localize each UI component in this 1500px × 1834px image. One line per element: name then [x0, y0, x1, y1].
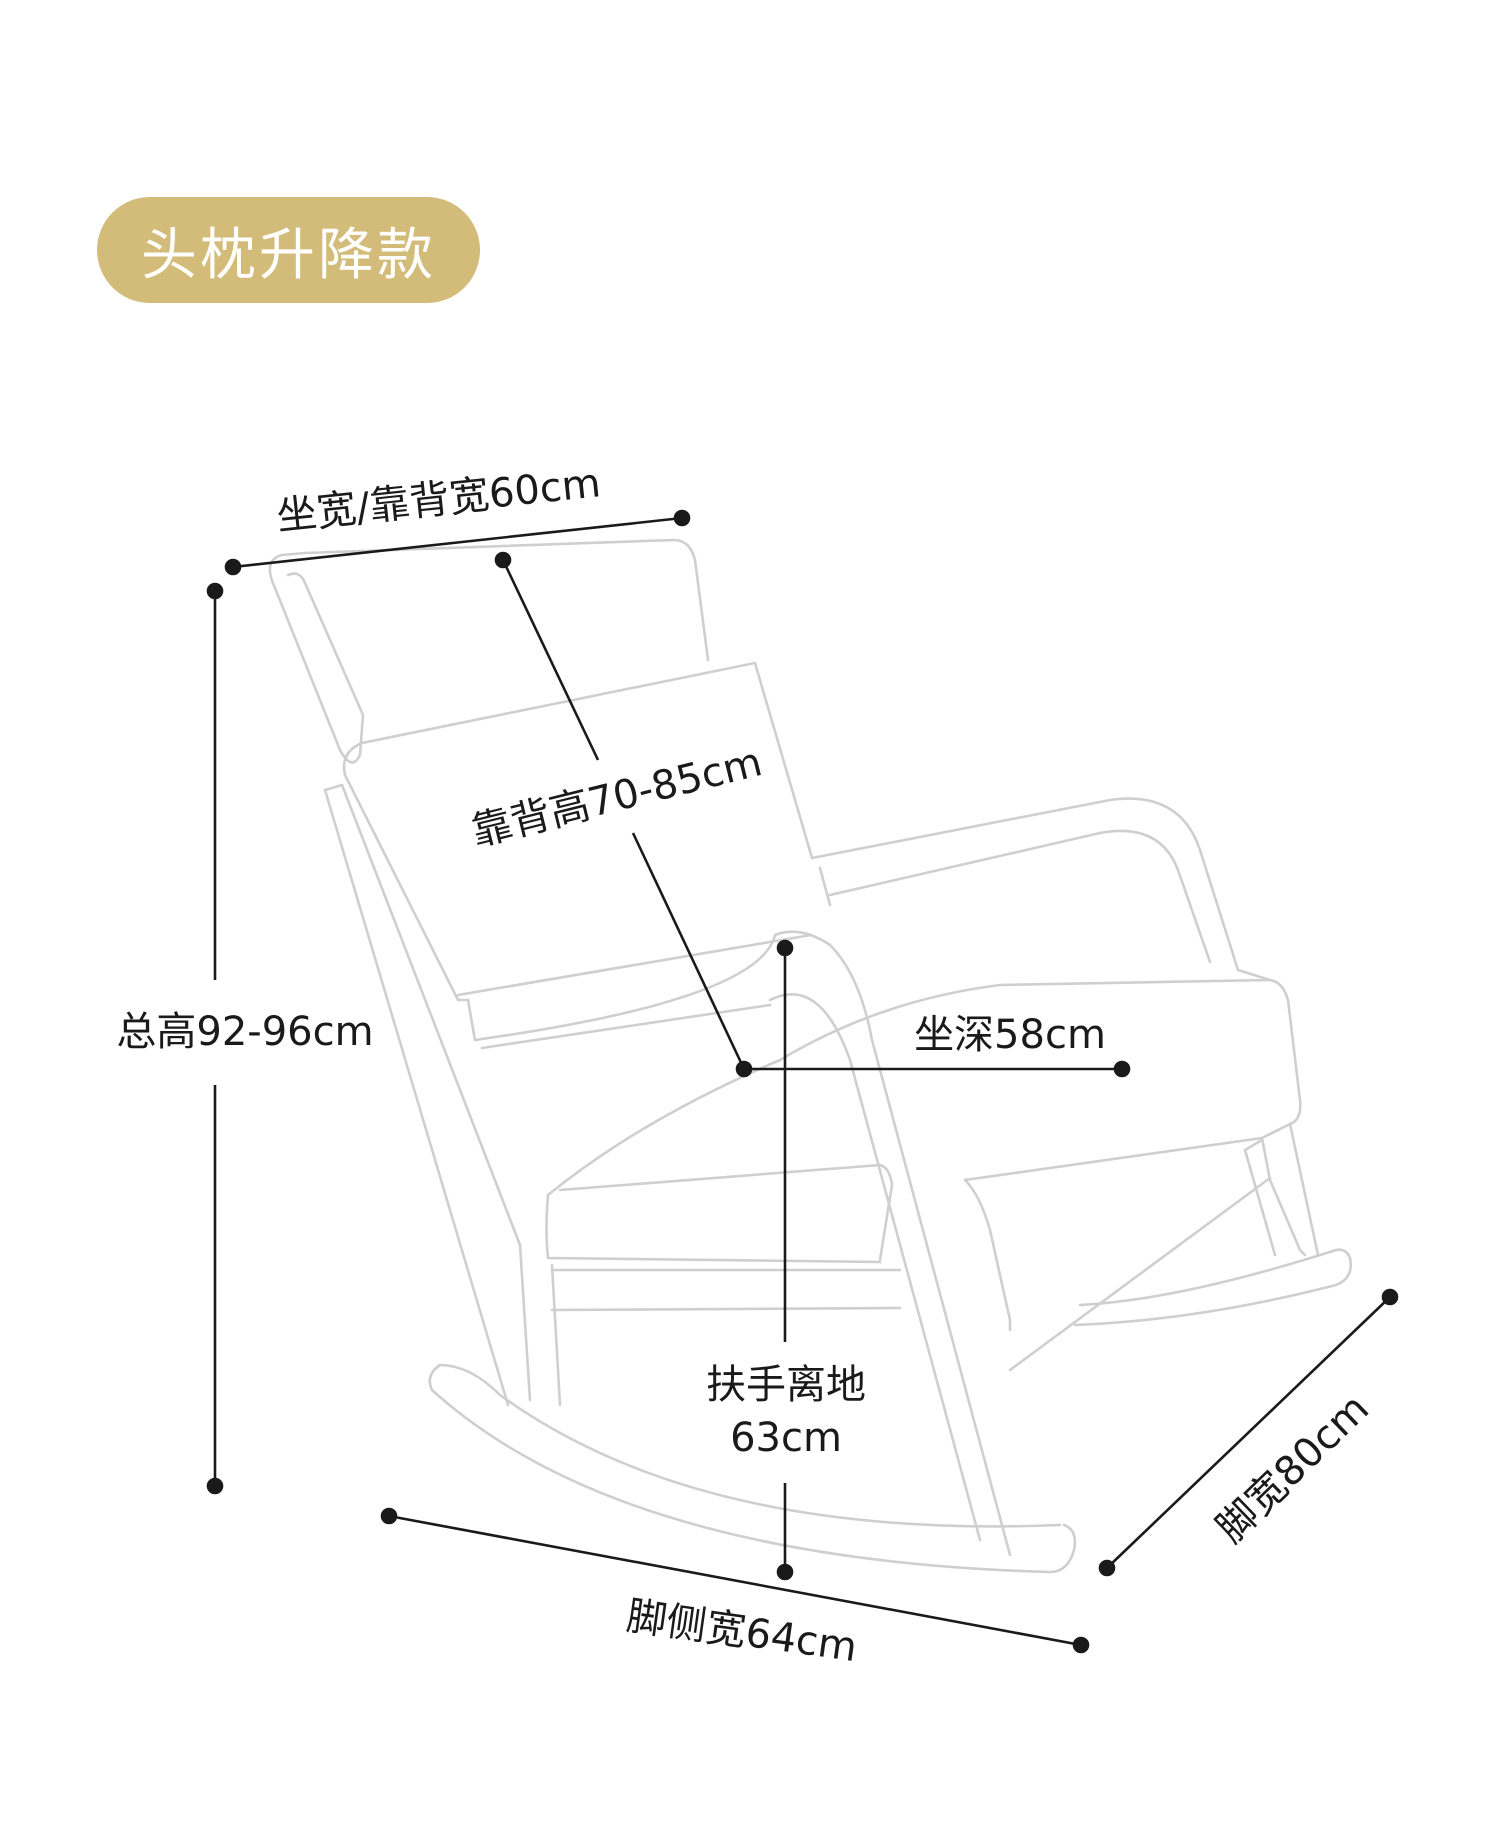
dimension-dot: [206, 582, 224, 600]
dimension-dot: [1072, 1636, 1090, 1654]
dimension-dot: [206, 1477, 224, 1495]
back-height-line-bottom: [631, 832, 746, 1070]
dimension-dot: [776, 939, 794, 957]
dimension-dot: [1113, 1060, 1131, 1078]
dimension-lines: [206, 509, 1399, 1654]
back-height-line-top: [501, 559, 600, 761]
chair-outline: [268, 538, 1352, 1574]
dimension-dot: [494, 551, 512, 569]
dimension-dot: [224, 558, 242, 576]
seat-depth-label: 坐深58cm: [914, 1012, 1106, 1058]
seat-back-width-label: 坐宽/靠背宽60cm: [274, 460, 602, 540]
back-height-label: 靠背高70-85cm: [467, 739, 766, 856]
dimension-dot: [1381, 1288, 1399, 1306]
foot-side-width-line: [388, 1514, 1082, 1647]
seat-back-width-line: [232, 516, 683, 569]
foot-side-width-label: 脚侧宽64cm: [624, 1593, 860, 1671]
dimension-dot: [380, 1507, 398, 1525]
dimension-dot: [776, 1563, 794, 1581]
dimension-dot: [1098, 1559, 1116, 1577]
dimension-dot: [673, 509, 691, 527]
armrest-height-label-line1: 扶手离地: [706, 1362, 866, 1408]
armrest-height-label-line2: 63cm: [730, 1415, 842, 1461]
foot-width-line: [1106, 1296, 1391, 1569]
total-height-label: 总高92-96cm: [116, 1009, 373, 1055]
foot-width-label: 脚宽80cm: [1208, 1385, 1378, 1551]
style-badge: 头枕升降款: [97, 197, 480, 303]
style-badge-label: 头枕升降款: [141, 222, 436, 288]
